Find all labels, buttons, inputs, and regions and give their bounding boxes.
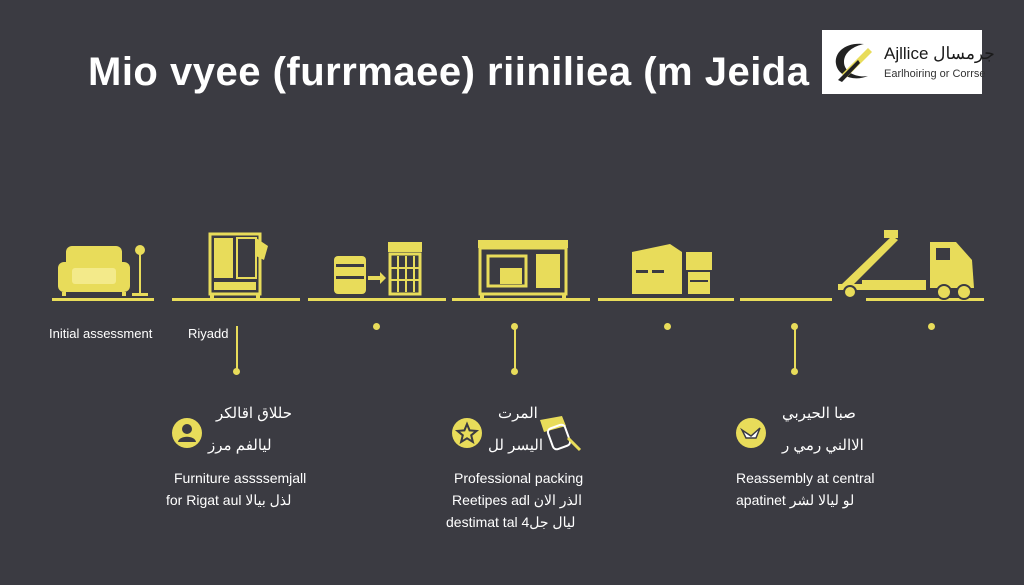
timeline-dot [511, 323, 518, 330]
stacked-furniture-icon [632, 244, 712, 294]
stage-label: Riyadd [188, 326, 229, 341]
timeline-track [172, 298, 300, 301]
timeline-dot [511, 368, 518, 375]
card-text-line: Reassembly at central [736, 470, 875, 486]
logo-name: Ajllice جرمسال [884, 44, 995, 63]
card-text-line: Reetipes adl الذر الان [452, 492, 583, 508]
card-text-line: Furniture assssemjall [174, 470, 307, 486]
card-arabic-title: المرت [498, 405, 538, 422]
connector-line [794, 328, 796, 370]
card-arabic-subtitle: الاالني رمي ر [782, 437, 864, 454]
sofa-lamp-icon [58, 245, 148, 296]
card-text-line: apatinet لو ليالا لشر [736, 492, 855, 508]
timeline-dot [928, 323, 935, 330]
star-icon [452, 418, 482, 448]
timeline-track [308, 298, 446, 301]
logo-tagline: Earlhoiring or Corrse [884, 68, 986, 80]
company-logo: Ajllice جرمسال Earlhoiring or Corrse [822, 30, 995, 94]
card-text-line: Professional packing [454, 470, 584, 486]
timeline-dot [233, 368, 240, 375]
timeline-track [52, 298, 154, 301]
card-arabic-subtitle: ليالفم مرز [208, 437, 272, 454]
timeline-dot [791, 323, 798, 330]
timeline-track [866, 298, 984, 301]
card-arabic-title: صبا الحيربي [782, 405, 856, 422]
timeline-dot [373, 323, 380, 330]
logo-swoosh-icon [835, 43, 872, 82]
bird-icon [736, 418, 766, 448]
packing-boxes-icon [334, 242, 422, 296]
card-arabic-subtitle: اليسر لل [488, 437, 544, 454]
stage-label: Initial assessment [49, 326, 153, 341]
cabinet-icon [478, 240, 568, 298]
connector-line [514, 328, 516, 370]
card-text-line: destimat tal ليال جل4 [446, 514, 576, 530]
page-title: Mio vyee (furrmaee) riiniliea (m Jeida [88, 50, 810, 94]
crane-truck-icon [838, 230, 974, 300]
timeline-dot [664, 323, 671, 330]
timeline-dot [791, 368, 798, 375]
card-arabic-title: حللاق اقالكر [216, 405, 293, 422]
packing-tape-icon [540, 416, 582, 452]
connector-line [236, 326, 238, 370]
timeline-track [452, 298, 590, 301]
timeline-track [598, 298, 734, 301]
card-text-line: for Rigat aul لذل بيالا [166, 492, 292, 508]
wardrobe-icon [208, 232, 268, 298]
person-icon [172, 418, 202, 448]
timeline-track [740, 298, 832, 301]
